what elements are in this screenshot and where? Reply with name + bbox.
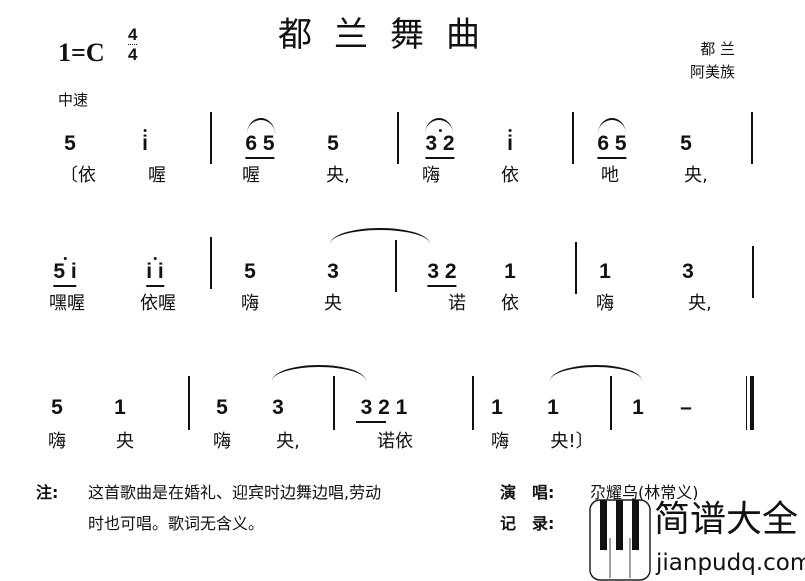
note-underline	[356, 421, 386, 423]
note: 3	[327, 260, 339, 283]
barline	[395, 240, 397, 292]
origin-ethnicity: 阿美族	[690, 63, 736, 81]
key-signature: 1=C	[58, 38, 105, 67]
note-group: 3 2	[427, 260, 457, 288]
barline	[188, 376, 190, 430]
dash-extension: –	[680, 396, 692, 419]
note-line-2: 时也可唱。歌词无含义。	[88, 514, 265, 533]
barline	[472, 376, 474, 430]
lyric: 嗨	[422, 165, 440, 186]
barline	[752, 246, 754, 298]
note: i	[142, 132, 148, 155]
barline	[333, 376, 335, 430]
singer-label: 演 唱:	[500, 483, 555, 502]
lyric: 依喔	[140, 293, 176, 314]
lyric: 嗨	[48, 431, 66, 452]
tempo-marking: 中速	[58, 91, 89, 109]
note: i	[507, 132, 513, 155]
barline	[210, 237, 212, 289]
watermark-text: 简谱大全	[654, 499, 799, 540]
lyric: 央,	[684, 165, 708, 186]
barline	[751, 112, 753, 164]
note: 5	[327, 132, 339, 155]
note: 1	[547, 396, 559, 419]
lyric: 嗨	[491, 431, 509, 452]
lyric: 喔	[242, 165, 260, 186]
note: 1	[504, 260, 516, 283]
slur	[272, 365, 366, 381]
lyric: 嗨	[213, 431, 231, 452]
barline	[610, 376, 612, 430]
note-group: 6 5	[245, 132, 275, 160]
watermark-url: jianpudq.com	[656, 550, 805, 576]
slur	[330, 228, 430, 244]
lyric: 央	[324, 293, 342, 314]
final-barline-thick	[750, 376, 754, 430]
barline	[575, 242, 577, 294]
note-group: 3 2 1	[360, 396, 408, 419]
note-label: 注:	[36, 483, 59, 502]
lyric: 央,	[276, 431, 300, 452]
barline	[572, 112, 574, 164]
slur	[550, 365, 642, 381]
note: 5	[51, 396, 63, 419]
slur	[247, 118, 275, 134]
barline	[397, 112, 399, 164]
note-group: 5 i	[53, 260, 77, 288]
lyric: 央,	[326, 165, 350, 186]
note: 1	[632, 396, 644, 419]
origin-region: 都 兰	[700, 40, 736, 58]
piano-keys-icon	[589, 499, 651, 581]
note-group: 3 2	[425, 132, 455, 160]
lyric: 诺	[448, 293, 466, 314]
lyric: 吔	[601, 165, 619, 186]
note: 1	[491, 396, 503, 419]
slur	[425, 118, 453, 134]
lyric: 嗨	[596, 293, 614, 314]
lyric: 喔	[148, 165, 166, 186]
note: 5	[216, 396, 228, 419]
lyric: 诺依	[377, 431, 413, 452]
time-sig-top: 4	[128, 25, 138, 44]
note: 5	[64, 132, 76, 155]
lyric: 嘿喔	[49, 293, 85, 314]
note-group: i i	[146, 260, 164, 288]
note: 3	[272, 396, 284, 419]
recorder-label: 记 录:	[500, 514, 555, 533]
lyric: 央!〕	[550, 431, 594, 452]
time-sig-bottom: 4	[128, 45, 138, 64]
lyric: 依	[501, 293, 519, 314]
note: 1	[114, 396, 126, 419]
lyric: 〔依	[60, 165, 96, 186]
note-line-1: 这首歌曲是在婚礼、迎宾时边舞边唱,劳动	[88, 483, 382, 502]
watermark-logo: 简谱大全 jianpudq.com	[588, 478, 805, 581]
note-group: 6 5	[597, 132, 627, 160]
note: 5	[680, 132, 692, 155]
song-title: 都兰舞曲	[278, 15, 502, 55]
note: 3	[682, 260, 694, 283]
note: 1	[599, 260, 611, 283]
lyric: 央	[116, 431, 134, 452]
lyric: 依	[501, 165, 519, 186]
note: 5	[244, 260, 256, 283]
barline	[210, 112, 212, 164]
slur	[598, 118, 626, 134]
singer: 尕耀乌(林常义)	[590, 483, 699, 502]
origin: 都 兰阿美族	[690, 38, 735, 84]
final-barline-thin	[746, 376, 747, 430]
lyric: 央,	[688, 293, 712, 314]
lyric: 嗨	[241, 293, 259, 314]
